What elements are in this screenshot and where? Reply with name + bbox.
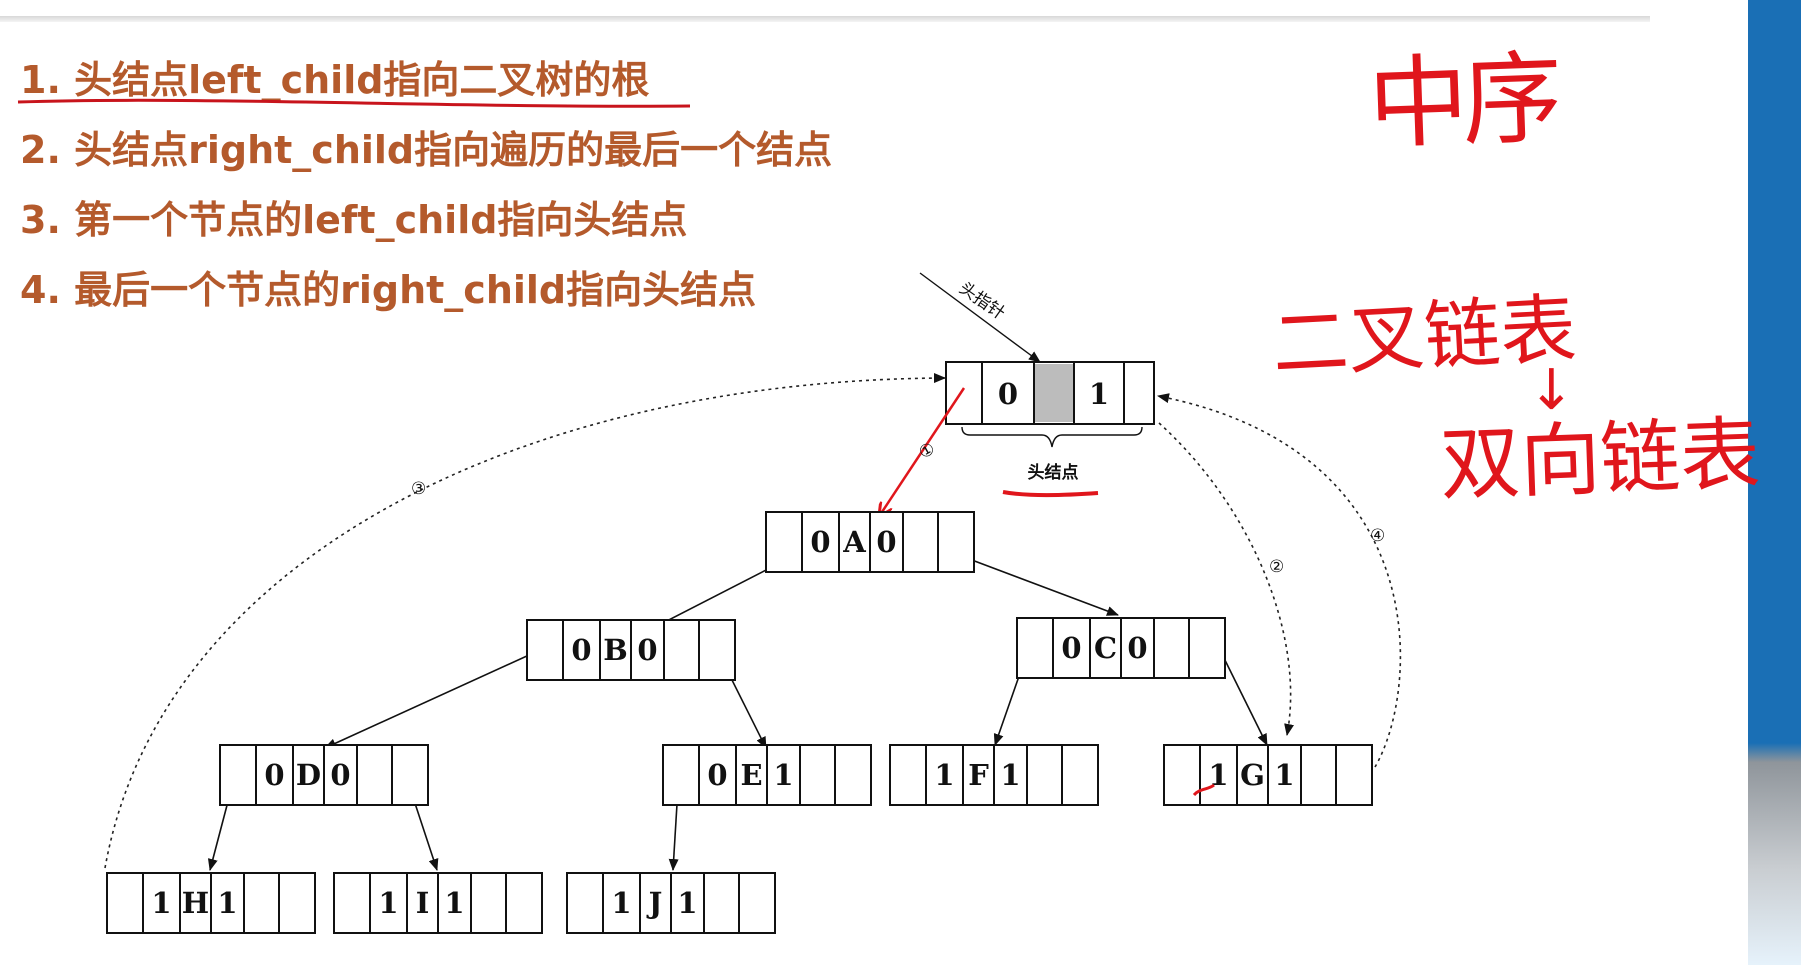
head-node-label: 头结点: [1028, 462, 1079, 483]
node-i-ltag: 1: [378, 886, 398, 920]
node-b-ltag: 0: [571, 633, 591, 667]
node-j-rtag: 1: [677, 886, 697, 920]
node-j-ltag: 1: [611, 886, 631, 920]
node-a-ltag: 0: [810, 525, 830, 559]
node-h-value: H: [182, 886, 209, 920]
rule-1-underline: [17, 98, 691, 108]
node-e-ltag: 0: [707, 758, 727, 792]
node-i-rtag: 1: [444, 886, 464, 920]
node-c-rtag: 0: [1127, 631, 1147, 665]
thread-2: [1158, 422, 1294, 736]
head-left-tag: 0: [998, 377, 1018, 411]
node-d-ltag: 0: [264, 758, 284, 792]
link-label-3: ③: [411, 479, 426, 499]
handwritten-down-arrow: ↓: [1528, 358, 1575, 423]
red-tick-mark: [1192, 783, 1215, 797]
rule-3: 3. 第一个节点的left_child指向头结点: [20, 198, 688, 242]
presentation-sidebar: [1748, 0, 1801, 965]
head-right-tag: 1: [1089, 377, 1109, 411]
node-g-rtag: 1: [1274, 758, 1294, 792]
head-pointer-label: 头指针: [955, 278, 1008, 324]
thread-3: [104, 373, 946, 869]
link-label-4: ④: [1370, 526, 1385, 546]
node-i-value: I: [416, 886, 430, 920]
node-c-ltag: 0: [1061, 631, 1081, 665]
node-f-ltag: 1: [934, 758, 954, 792]
thread-4: [1157, 393, 1402, 768]
handwritten-doubly-linked-list: 双向链表: [1438, 407, 1762, 512]
node-j-value: J: [646, 886, 663, 920]
node-b-rtag: 0: [637, 633, 657, 667]
head-pointer-arrow: [919, 272, 1041, 363]
node-b-value: B: [603, 633, 628, 667]
node-f-rtag: 1: [1000, 758, 1020, 792]
link-label-2: ②: [1269, 557, 1284, 577]
head-node-brace: [961, 426, 1143, 448]
node-a-rtag: 0: [876, 525, 896, 559]
top-divider: [0, 16, 1650, 22]
node-h-rtag: 1: [217, 886, 237, 920]
rules-list: 1. 头结点left_child指向二叉树的根 2. 头结点right_chil…: [20, 50, 832, 330]
node-g-ltag: 1: [1208, 758, 1228, 792]
node-g-value: G: [1240, 758, 1265, 792]
node-h-ltag: 1: [151, 886, 171, 920]
node-a-value: A: [842, 525, 866, 559]
rule-1: 1. 头结点left_child指向二叉树的根: [20, 58, 650, 102]
rule-2: 2. 头结点right_child指向遍历的最后一个结点: [20, 128, 833, 172]
head-node-label-underline: [1002, 490, 1099, 498]
node-e-value: E: [740, 758, 762, 792]
head-node: 0 1: [945, 361, 1155, 425]
handwritten-inorder-note: 中序: [1366, 39, 1559, 164]
node-c-value: C: [1094, 631, 1117, 665]
link-label-1: ①: [916, 439, 939, 464]
node-d-rtag: 0: [330, 758, 350, 792]
rule-4: 4. 最后一个节点的right_child指向头结点: [20, 268, 757, 312]
node-e-rtag: 1: [773, 758, 793, 792]
node-d-value: D: [296, 758, 321, 792]
node-f-value: F: [968, 758, 989, 792]
